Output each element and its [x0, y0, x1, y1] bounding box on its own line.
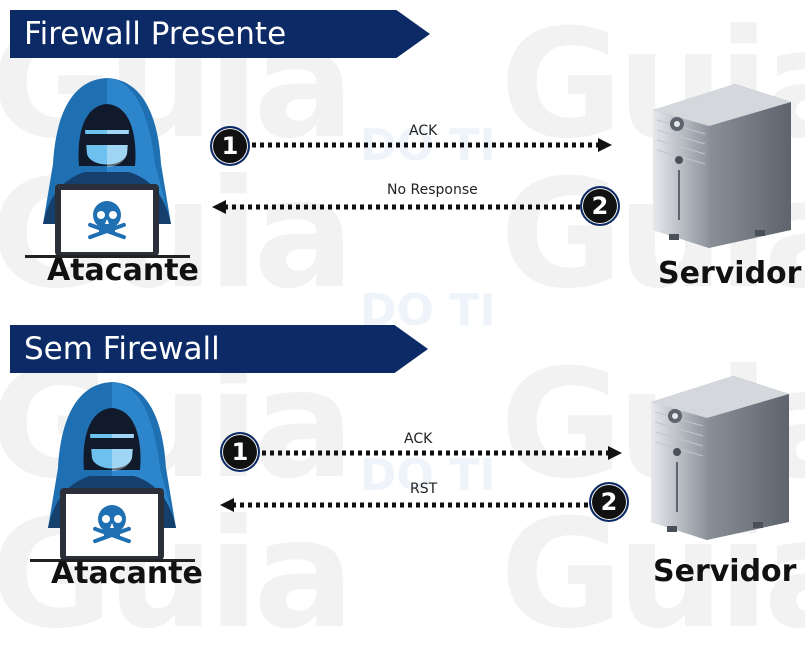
server-label: Servidor — [653, 554, 797, 589]
step-badge: 2 — [580, 186, 620, 226]
step-label: ACK — [404, 431, 433, 447]
step-badge: 1 — [210, 126, 250, 166]
skull-icon — [88, 201, 126, 240]
server-icon — [643, 372, 793, 540]
server-label: Servidor — [658, 256, 802, 291]
server-icon — [645, 80, 795, 248]
ack-arrow — [252, 138, 612, 152]
attacker-icon — [30, 378, 195, 563]
skull-icon — [93, 505, 131, 544]
step-label: ACK — [409, 123, 438, 139]
ack-arrow — [262, 446, 622, 460]
attacker-icon — [25, 74, 190, 259]
response-arrow — [220, 498, 588, 512]
diagram-section-no-firewall: Atacante Servi — [0, 344, 805, 619]
section-title: Firewall Presente — [24, 16, 287, 52]
step-label: No Response — [387, 182, 478, 198]
step-label: RST — [410, 481, 438, 497]
step-badge: 2 — [589, 482, 629, 522]
attacker-label: Atacante — [47, 253, 199, 288]
section-banner: Firewall Presente — [10, 10, 430, 58]
diagram-section-firewall: Atacante Se — [0, 50, 805, 325]
step-badge: 1 — [220, 432, 260, 472]
response-arrow — [212, 200, 580, 214]
section-title: Sem Firewall — [24, 331, 220, 367]
attacker-label: Atacante — [51, 556, 203, 591]
watermark-subtext: DO TI — [360, 450, 496, 501]
section-banner: Sem Firewall — [10, 325, 428, 373]
